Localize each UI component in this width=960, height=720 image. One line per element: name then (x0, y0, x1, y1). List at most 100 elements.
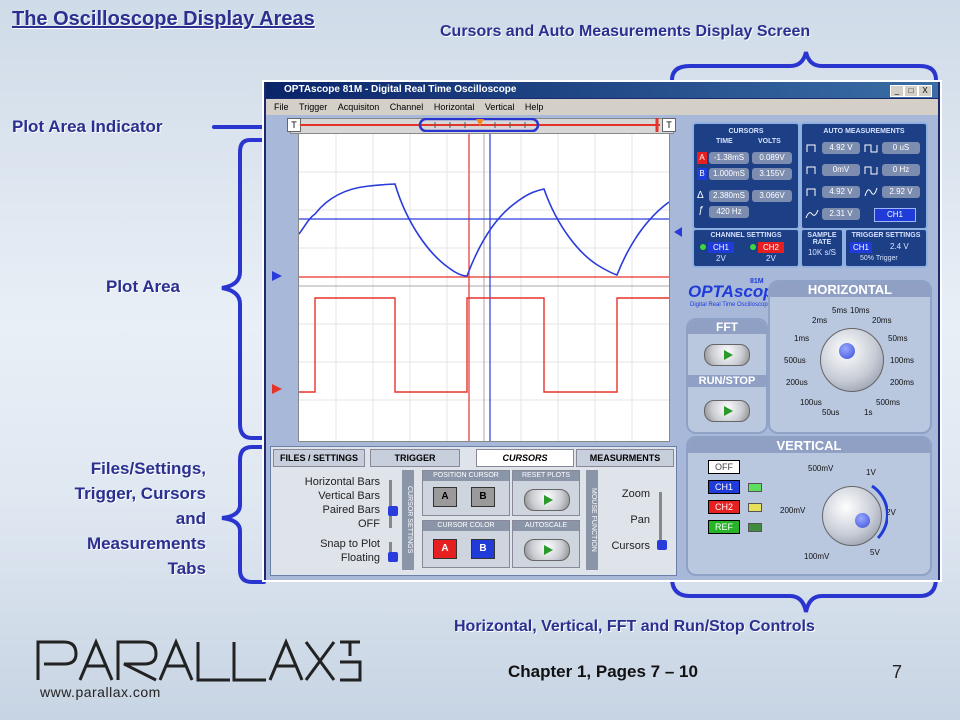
option-off[interactable]: OFF (358, 518, 380, 530)
horizontal-tick: 200ms (890, 378, 915, 387)
menu-acquisition[interactable]: Acquisiton (337, 102, 380, 112)
fft-button[interactable] (704, 344, 750, 366)
horizontal-panel: HORIZONTAL 5ms 10ms 2ms 20ms 1ms 50ms 50… (768, 280, 932, 434)
tab-cursors[interactable]: CURSORS (476, 449, 574, 467)
vertical-knob[interactable] (822, 486, 882, 546)
menu-file[interactable]: File (274, 102, 289, 112)
delta-icon: Δ (697, 190, 704, 201)
callout-plot-area-indicator: Plot Area Indicator (12, 117, 163, 136)
brand-tagline: Digital Real Time Oscilloscope (690, 302, 772, 308)
callout-controls: Horizontal, Vertical, FFT and Run/Stop C… (454, 618, 815, 635)
option-floating[interactable]: Floating (340, 552, 380, 564)
channel-settings-ch1[interactable]: CH1 (708, 242, 734, 253)
sample-rate-value: 10K s/S (807, 248, 836, 257)
horizontal-tick: 5ms (832, 306, 848, 315)
frequency-icon: ƒ (698, 205, 704, 216)
cursor-settings-label: CURSOR SETTINGS (402, 470, 414, 570)
horizontal-tick: 500us (784, 356, 806, 365)
option-vertical-bars[interactable]: Vertical Bars (318, 490, 380, 502)
cursor-b-label: B (697, 168, 707, 180)
option-horizontal-bars[interactable]: Horizontal Bars (304, 476, 380, 488)
page-number: 7 (891, 662, 902, 682)
reset-plots-button[interactable] (524, 489, 570, 511)
tab-trigger[interactable]: TRIGGER (370, 449, 460, 467)
horizontal-tick: 2ms (812, 316, 828, 325)
cursor-settings-group: Horizontal Bars Vertical Bars Paired Bar… (274, 470, 414, 570)
menu-vertical[interactable]: Vertical (484, 102, 515, 112)
menu-trigger[interactable]: Trigger (299, 102, 328, 112)
cursor-color-a-button[interactable]: A (433, 539, 457, 559)
mouse-function-label: MOUSE FUNCTION (586, 470, 598, 570)
cursor-a-volts: 0.089V (752, 152, 792, 164)
cursor-type-slider-thumb[interactable] (388, 506, 398, 516)
menu-help[interactable]: Help (524, 102, 544, 112)
trigger-marker-right[interactable]: T (662, 118, 676, 132)
autoscale-button[interactable] (524, 539, 570, 561)
top-brace (670, 51, 938, 82)
sine-wave-icon (864, 187, 878, 197)
cursor-color-group: CURSOR COLOR A B (422, 520, 510, 568)
trigger-settings-panel: TRIGGER SETTINGS CH1 2.4 V 50% Trigger (844, 228, 928, 268)
callout-tabs: Files/Settings, Trigger, Cursors and Mea… (20, 456, 206, 581)
option-snap-to-plot[interactable]: Snap to Plot (320, 538, 380, 550)
horizontal-tick: 200us (786, 378, 808, 387)
cursors-panel-title: CURSORS (728, 128, 764, 135)
position-cursor-title: POSITION CURSOR (423, 471, 509, 481)
trigger-channel[interactable]: CH1 (850, 242, 872, 253)
vertical-ch1-button[interactable]: CH1 (708, 480, 740, 494)
sample-rate-title: SAMPLE RATE (807, 232, 837, 246)
channel-markers[interactable] (270, 270, 284, 400)
vertical-tick: 1V (866, 468, 876, 477)
option-paired-bars[interactable]: Paired Bars (322, 504, 380, 516)
maximize-button[interactable]: □ (904, 85, 918, 97)
auto-meas-channel-select[interactable]: CH1 (874, 208, 916, 222)
runstop-label: RUN/STOP (688, 375, 766, 387)
cursor-color-title: CURSOR COLOR (423, 521, 509, 531)
auto-meas-vmax: 4.92 V (822, 142, 860, 154)
cursor-type-slider-track[interactable] (389, 480, 392, 528)
runstop-button[interactable] (704, 400, 750, 422)
position-cursor-a-button[interactable]: A (433, 487, 457, 507)
mouse-option-cursors[interactable]: Cursors (611, 540, 650, 552)
horizontal-tick: 500ms (876, 398, 901, 407)
trigger-level: 2.4 V (890, 242, 909, 251)
close-button[interactable]: X (918, 85, 932, 97)
tab-files-settings[interactable]: FILES / SETTINGS (273, 449, 365, 467)
slide-title: The Oscilloscope Display Areas (12, 8, 315, 30)
mouse-option-pan[interactable]: Pan (630, 514, 650, 526)
horizontal-tick: 1ms (794, 334, 810, 343)
autoscale-title: AUTOSCALE (513, 521, 579, 531)
ch2-trace (299, 297, 669, 393)
measurement-icons-right (864, 144, 878, 197)
menu-channel[interactable]: Channel (389, 102, 424, 112)
auto-meas-vavg: 2.31 V (822, 208, 860, 220)
window-titlebar[interactable]: OPTAscope 81M - Digital Real Time Oscill… (266, 82, 938, 98)
plot-area[interactable] (298, 133, 670, 442)
fft-runstop-panel: FFT RUN/STOP (686, 318, 768, 434)
snap-slider-thumb[interactable] (388, 552, 398, 562)
vertical-ch2-button[interactable]: CH2 (708, 500, 740, 514)
vertical-ref-button[interactable]: REF (708, 520, 740, 534)
trigger-level-marker[interactable] (672, 226, 684, 238)
mouse-option-zoom[interactable]: Zoom (621, 488, 650, 500)
logo-url: www.parallax.com (40, 684, 161, 700)
brand-model: 81M (750, 278, 764, 285)
cursor-color-b-button[interactable]: B (471, 539, 495, 559)
mouse-function-slider-thumb[interactable] (657, 540, 667, 550)
chapter-reference: Chapter 1, Pages 7 – 10 (508, 662, 698, 681)
mouse-function-slider-track[interactable] (659, 492, 662, 548)
ch2-scale: 2V (766, 254, 776, 263)
tab-measurements[interactable]: MEASURMENTS (576, 449, 674, 467)
horizontal-tick: 20ms (872, 316, 892, 325)
trigger-marker-left[interactable]: T (287, 118, 301, 132)
reset-plots-title: RESET PLOTS (513, 471, 579, 481)
horizontal-tick: 10ms (850, 306, 870, 315)
vertical-off-button[interactable]: OFF (708, 460, 740, 474)
position-cursor-b-button[interactable]: B (471, 487, 495, 507)
channel-settings-ch2[interactable]: CH2 (758, 242, 784, 253)
menu-horizontal[interactable]: Horizontal (433, 102, 475, 112)
vertical-panel: VERTICAL OFF CH1 CH2 REF 500mV 1V 200mV … (686, 436, 932, 576)
minimize-button[interactable]: _ (890, 85, 904, 97)
horizontal-knob[interactable] (820, 328, 884, 392)
